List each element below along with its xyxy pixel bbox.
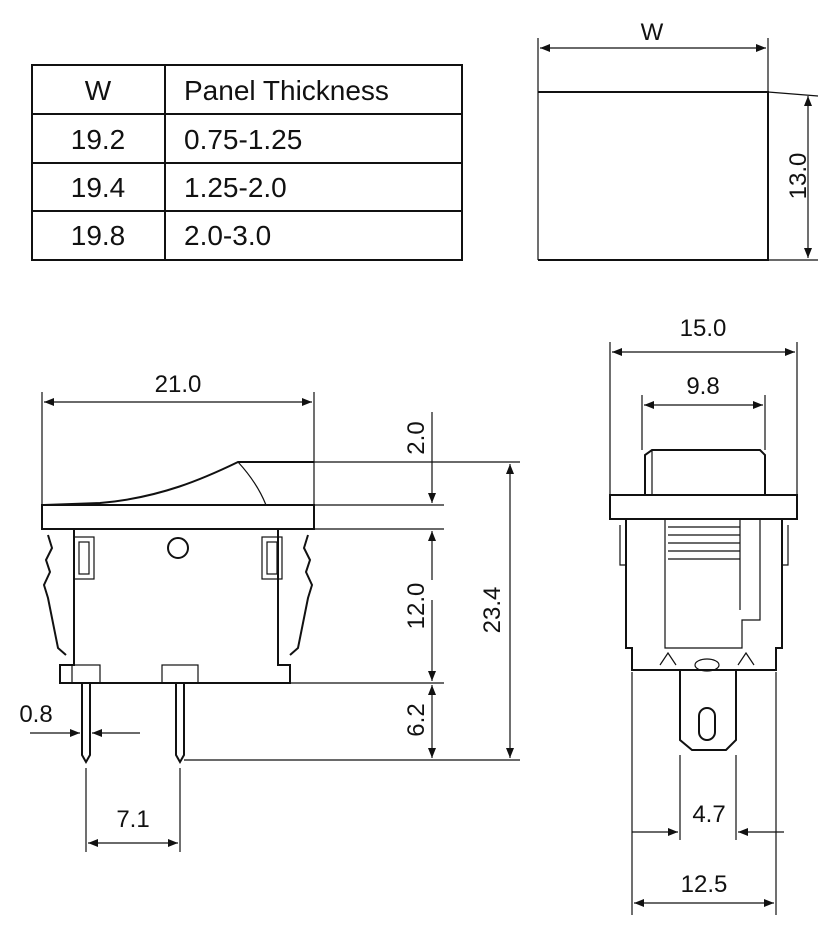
front-terminal [679,670,737,751]
terminal-length-label: 6.2 [403,703,430,736]
base-width-label: 12.5 [681,871,728,898]
terminal-spacing-label: 7.1 [116,806,149,833]
front-width-label: 15.0 [680,315,727,342]
table-header-panel-thickness: Panel Thickness [184,75,389,106]
table-cell-w: 19.4 [71,172,126,203]
panel-thickness-table: W Panel Thickness 19.2 0.75-1.25 19.4 1.… [31,64,463,261]
front-left-clip [619,525,626,566]
extension-line [767,91,819,97]
terminal-hole [698,707,716,741]
base-tab [659,651,677,666]
indicator-circle [167,537,189,559]
cutout-outline [538,91,769,261]
table-cell-thickness: 2.0-3.0 [184,220,271,251]
rocker-actuator [43,461,314,506]
table-cell-thickness: 0.75-1.25 [184,124,302,155]
terminal-base-left [71,664,101,684]
front-actuator [644,449,766,495]
switch-bezel [41,504,315,530]
base-pin [694,658,720,672]
front-view: 15.0 9.8 4.7 [609,315,798,915]
front-housing [625,519,783,671]
cutout-width-label: W [641,19,664,46]
front-right-clip [782,525,789,566]
right-clip-slot [266,541,278,575]
actuator-height-label: 2.0 [403,421,430,454]
terminal-left [81,683,91,765]
body-height-label: 12.0 [403,583,430,630]
front-bezel [609,494,798,520]
actuator-width-label: 9.8 [686,373,719,400]
side-width-label: 21.0 [155,371,202,398]
left-clip-slot [78,541,90,575]
terminal-thickness-label: 0.8 [19,701,52,728]
table-cell-w: 19.2 [71,124,126,155]
table-header-w: W [85,75,112,106]
terminal-right [175,683,185,765]
right-mounting-clip [289,534,314,656]
panel-cutout-view: W 13.0 [537,19,819,261]
base-tab [737,651,755,666]
table-cell-w: 19.8 [71,220,126,251]
side-view: 21.0 0.8 7.1 [19,371,520,852]
rocker-actuator-edge [237,461,267,506]
terminal-width-label: 4.7 [692,801,725,828]
left-clip-window [73,536,95,580]
front-stem [664,519,761,649]
left-mounting-clip [42,534,67,656]
total-height-label: 23.4 [479,587,506,634]
cutout-height-label: 13.0 [785,153,812,200]
terminal-base-right [161,664,199,684]
right-clip-window [261,536,283,580]
table-cell-thickness: 1.25-2.0 [184,172,287,203]
